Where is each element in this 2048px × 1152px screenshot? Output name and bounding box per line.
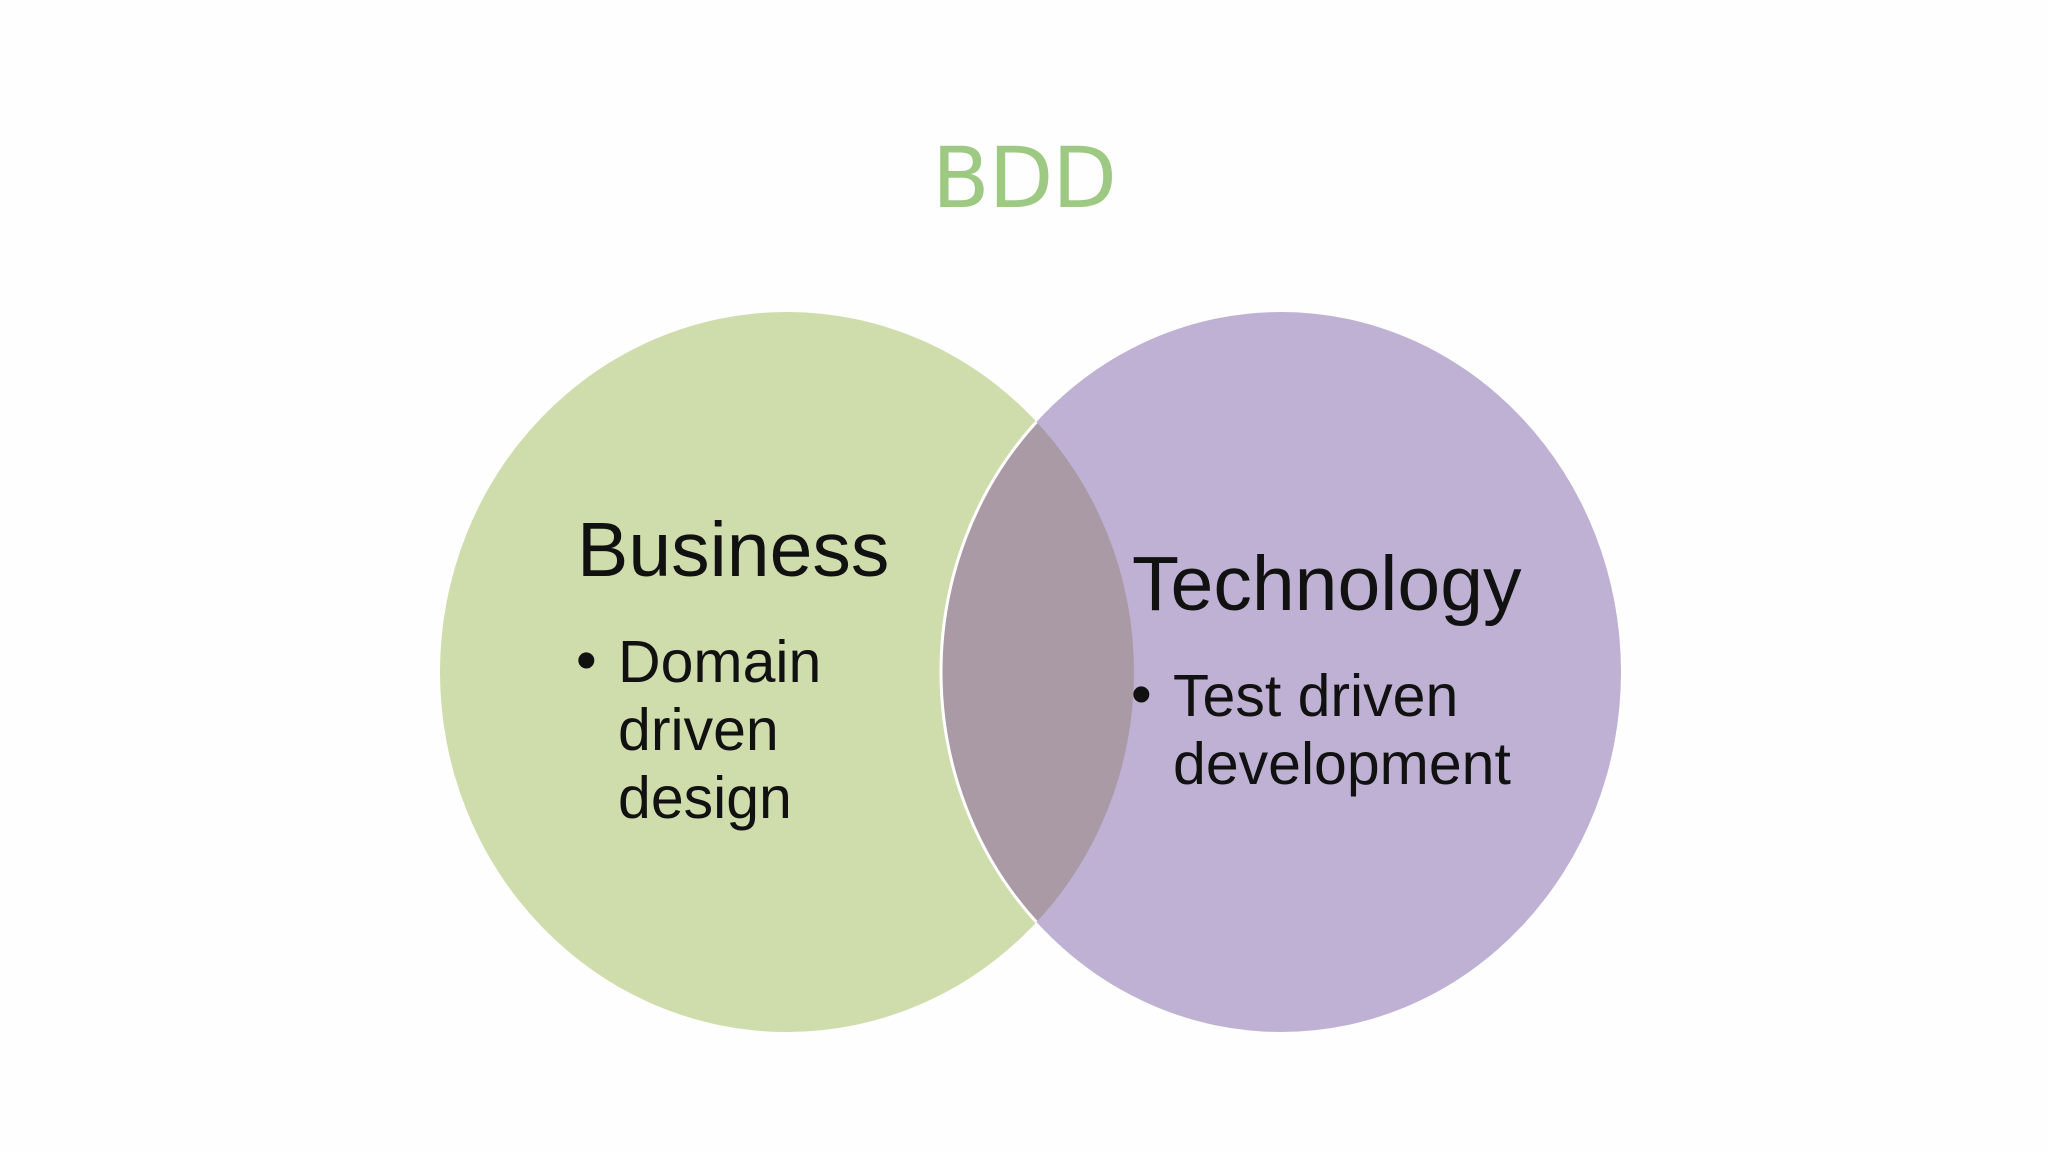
business-bullet-line-1: Domain [618,629,821,695]
technology-bullet-line-1: Test driven [1173,663,1458,729]
technology-bullet-symbol: • [1131,661,1152,727]
business-bullet-line-3: design [618,765,792,831]
business-circle [440,312,1134,1032]
technology-bullet-line-2: development [1173,731,1511,797]
overlap-outline [939,312,1134,1032]
slide-title: BDD [932,129,1117,227]
business-bullet-symbol: • [576,627,597,693]
technology-circle [941,312,1621,1032]
technology-heading: Technology [1132,541,1522,627]
business-heading: Business [577,507,889,593]
business-bullet-line-2: driven [618,697,779,763]
